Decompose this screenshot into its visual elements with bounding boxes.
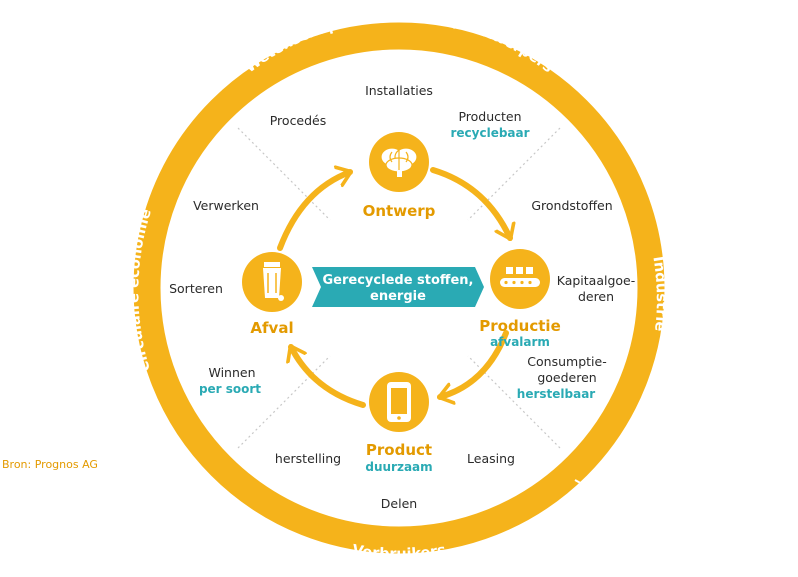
cycle-arrows (277, 167, 510, 408)
ontwerp-label: Ontwerp (363, 202, 436, 220)
center-line-2: energie (370, 289, 426, 304)
label-verwerken: Verwerken (193, 198, 259, 213)
label-recyclebaar: recyclebaar (450, 126, 529, 140)
product-label: Product (366, 441, 432, 459)
label-kapitaal-2: deren (578, 289, 614, 304)
stage-afval: Afval (242, 252, 302, 337)
center-banner (312, 267, 484, 307)
label-installaties: Installaties (365, 83, 433, 98)
label-procedes: Procedés (270, 113, 327, 128)
arrow-afval-ontwerp (277, 172, 353, 251)
productie-label: Productie (479, 317, 561, 335)
label-sorteren: Sorteren (169, 281, 223, 296)
label-herstelbaar: herstelbaar (517, 387, 596, 401)
label-kapitaal-1: Kapitaalgoe- (557, 273, 636, 288)
productie-sub: afvalarm (490, 335, 550, 349)
source-credit: Bron: Prognos AG (2, 458, 98, 471)
label-per-soort: per soort (199, 382, 261, 396)
stage-ontwerp: Ontwerp (363, 132, 436, 220)
label-delen: Delen (381, 496, 417, 511)
diagonal-guides (237, 127, 561, 449)
ring-separators (185, 84, 601, 497)
brain-icon (380, 147, 418, 177)
ring-label-bottom: Verbruikers (351, 542, 447, 562)
outer-ring (133, 22, 665, 554)
label-producten: Producten (458, 109, 521, 124)
arrow-product-afval (291, 344, 366, 408)
label-grondstoffen: Grondstoffen (531, 198, 612, 213)
label-consumptie-2: goederen (537, 370, 596, 385)
label-consumptie-1: Consumptie- (527, 354, 606, 369)
smartphone-icon (387, 382, 411, 422)
label-leasing: Leasing (467, 451, 515, 466)
afval-label: Afval (250, 319, 293, 337)
label-winnen: Winnen (208, 365, 255, 380)
arrow-ontwerp-productie (430, 167, 510, 241)
label-herstelling: herstelling (275, 451, 341, 466)
stage-product: Product duurzaam (365, 372, 433, 474)
product-sub: duurzaam (365, 460, 432, 474)
trash-bin-icon (263, 262, 284, 301)
arrow-productie-product (437, 330, 509, 397)
stage-productie: Productie afvalarm (479, 249, 561, 349)
center-line-1: Gerecyclede stoffen, (323, 273, 474, 288)
conveyor-icon (500, 267, 540, 287)
ring-label-right: Industrie (649, 255, 669, 332)
